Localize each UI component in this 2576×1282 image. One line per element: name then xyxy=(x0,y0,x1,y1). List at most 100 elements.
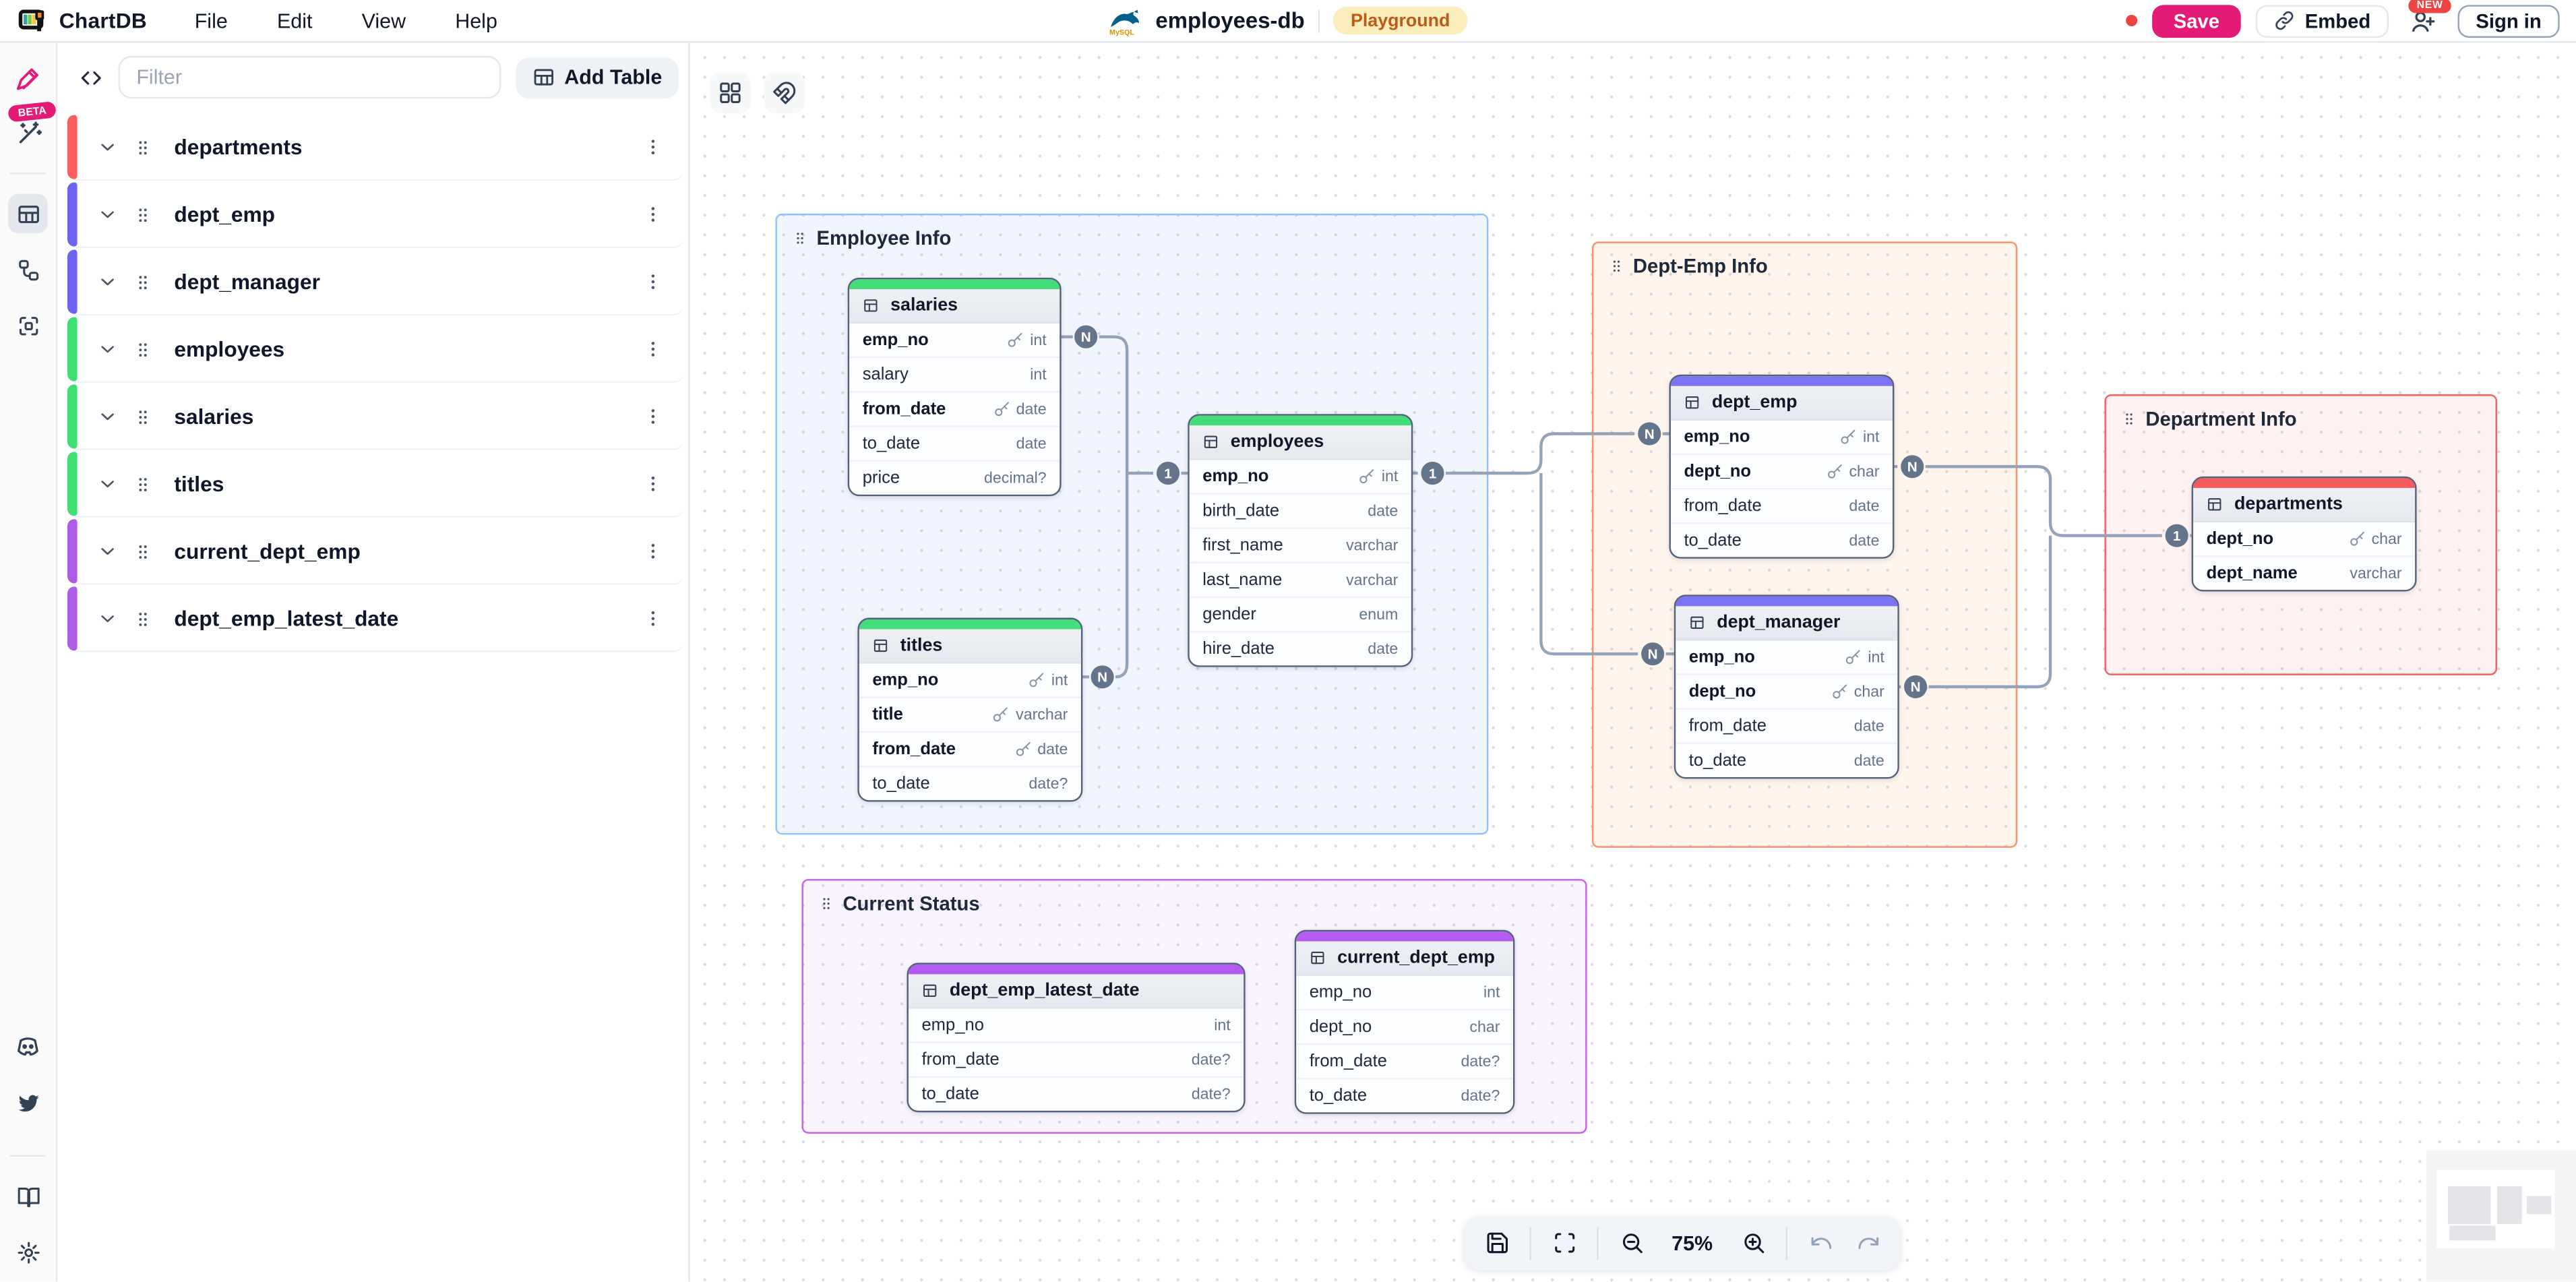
table-header[interactable]: salaries xyxy=(849,289,1060,324)
table-header[interactable]: dept_emp_latest_date xyxy=(908,974,1244,1009)
magic-wand-beta[interactable]: BETA xyxy=(6,100,57,156)
drag-handle-icon[interactable] xyxy=(2121,410,2137,427)
filter-input[interactable] xyxy=(118,55,501,99)
menu-file[interactable]: File xyxy=(194,9,228,32)
diagram-name[interactable]: employees-db xyxy=(1155,8,1305,33)
table-header[interactable]: employees xyxy=(1189,425,1411,460)
relationships-panel-button[interactable] xyxy=(8,250,48,290)
areas-panel-button[interactable] xyxy=(8,305,48,345)
chevron-down-icon[interactable] xyxy=(97,271,119,293)
zoom-out-button[interactable] xyxy=(1610,1221,1653,1264)
table-header[interactable]: dept_emp xyxy=(1670,386,1893,421)
drag-handle-icon[interactable] xyxy=(133,609,152,628)
sidebar-table-row-employees[interactable]: employees xyxy=(67,317,683,383)
drag-handle-icon[interactable] xyxy=(133,204,152,224)
table-header[interactable]: departments xyxy=(2193,487,2416,523)
drag-handle-icon[interactable] xyxy=(133,272,152,291)
save-button[interactable]: Save xyxy=(2152,4,2241,37)
drag-handle-icon[interactable] xyxy=(133,339,152,359)
chevron-down-icon[interactable] xyxy=(97,204,119,225)
sidebar-table-row-dept_manager[interactable]: dept_manager xyxy=(67,249,683,315)
sidebar-table-row-dept_emp_latest_date[interactable]: dept_emp_latest_date xyxy=(67,586,683,652)
table-header[interactable]: titles xyxy=(859,629,1081,664)
chevron-down-icon[interactable] xyxy=(97,136,119,158)
fullscreen-button[interactable] xyxy=(1543,1221,1585,1264)
sidebar-table-row-titles[interactable]: titles xyxy=(67,452,683,518)
signin-button[interactable]: Sign in xyxy=(2457,4,2560,37)
table-header[interactable]: current_dept_emp xyxy=(1296,941,1513,976)
kebab-menu-icon[interactable] xyxy=(642,136,664,158)
chartdb-ai-icon[interactable] xyxy=(13,64,43,94)
sidebar-table-row-dept_emp[interactable]: dept_emp xyxy=(67,182,683,249)
discord-button[interactable] xyxy=(8,1027,48,1066)
docs-button[interactable] xyxy=(8,1176,48,1216)
twitter-button[interactable] xyxy=(8,1082,48,1122)
drag-handle-icon[interactable] xyxy=(818,895,834,911)
add-table-button[interactable]: Add Table xyxy=(515,57,679,98)
drag-handle-icon[interactable] xyxy=(133,541,152,561)
sidebar-table-row-current_dept_emp[interactable]: current_dept_emp xyxy=(67,519,683,585)
drag-handle-icon[interactable] xyxy=(133,406,152,426)
chevron-down-icon[interactable] xyxy=(97,608,119,630)
kebab-menu-icon[interactable] xyxy=(642,406,664,427)
zoom-in-button[interactable] xyxy=(1731,1221,1774,1264)
kebab-menu-icon[interactable] xyxy=(642,608,664,630)
tables-panel-button[interactable] xyxy=(8,193,48,234)
drag-handle-icon[interactable] xyxy=(792,230,808,246)
code-view-icon[interactable] xyxy=(79,65,104,90)
sidebar-table-row-salaries[interactable]: salaries xyxy=(67,384,683,450)
settings-button[interactable] xyxy=(8,1232,48,1272)
save-button[interactable] xyxy=(1475,1221,1518,1264)
zoom-level[interactable]: 75% xyxy=(1672,1231,1713,1255)
menu-help[interactable]: Help xyxy=(455,9,497,32)
menu-edit[interactable]: Edit xyxy=(276,9,313,32)
redo-button[interactable] xyxy=(1847,1221,1889,1264)
sidebar-table-row-departments[interactable]: departments xyxy=(67,115,683,181)
undo-button[interactable] xyxy=(1799,1221,1841,1264)
menu-view[interactable]: View xyxy=(361,9,406,32)
chevron-down-icon[interactable] xyxy=(97,406,119,427)
chevron-down-icon[interactable] xyxy=(97,338,119,360)
snap-magnet-button[interactable] xyxy=(764,72,805,114)
invite-user-button[interactable]: NEW xyxy=(2403,0,2451,39)
chevron-down-icon[interactable] xyxy=(97,541,119,562)
chevron-down-icon[interactable] xyxy=(97,473,119,495)
embed-button[interactable]: Embed xyxy=(2255,4,2389,37)
